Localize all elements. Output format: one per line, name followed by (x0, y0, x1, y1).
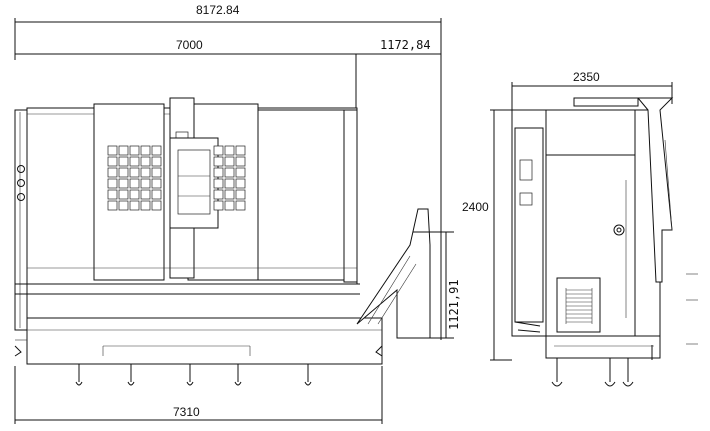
overall-length-label: 8172.84 (196, 3, 240, 17)
coolant-unit (556, 277, 601, 333)
base-length-label: 7310 (173, 405, 200, 419)
side-control-panel (514, 127, 544, 323)
rear-guard (636, 97, 674, 283)
coolant-grille (565, 288, 593, 324)
dimension-overall-length: 8172.84 (14, 3, 442, 340)
side-view: 2350 2400 (462, 70, 698, 387)
dimension-base-length: 7310 (14, 366, 383, 424)
left-door (93, 103, 165, 281)
left-window-grid (107, 145, 162, 211)
conveyor-height-label: 1121,91 (447, 279, 461, 330)
side-leveling-feet (551, 345, 653, 387)
top-cover (573, 97, 639, 107)
machine-base (26, 317, 383, 365)
side-height-label: 2400 (462, 200, 489, 214)
spindle-indicator (613, 224, 625, 236)
conveyor-length-label: 1172,84 (380, 38, 431, 52)
dimension-side-height: 2400 (462, 109, 512, 361)
dimension-side-width: 2350 (511, 70, 673, 110)
front-view: 8172.84 7000 1172,84 (14, 3, 461, 424)
right-window-grid (213, 145, 246, 211)
chip-conveyor: 1121,91 (356, 208, 461, 339)
leveling-feet (14, 345, 383, 386)
dimension-machine-length: 7000 1172,84 (15, 38, 441, 108)
side-width-label: 2350 (573, 70, 600, 84)
side-base (545, 335, 661, 359)
machine-length-label: 7000 (176, 38, 203, 52)
